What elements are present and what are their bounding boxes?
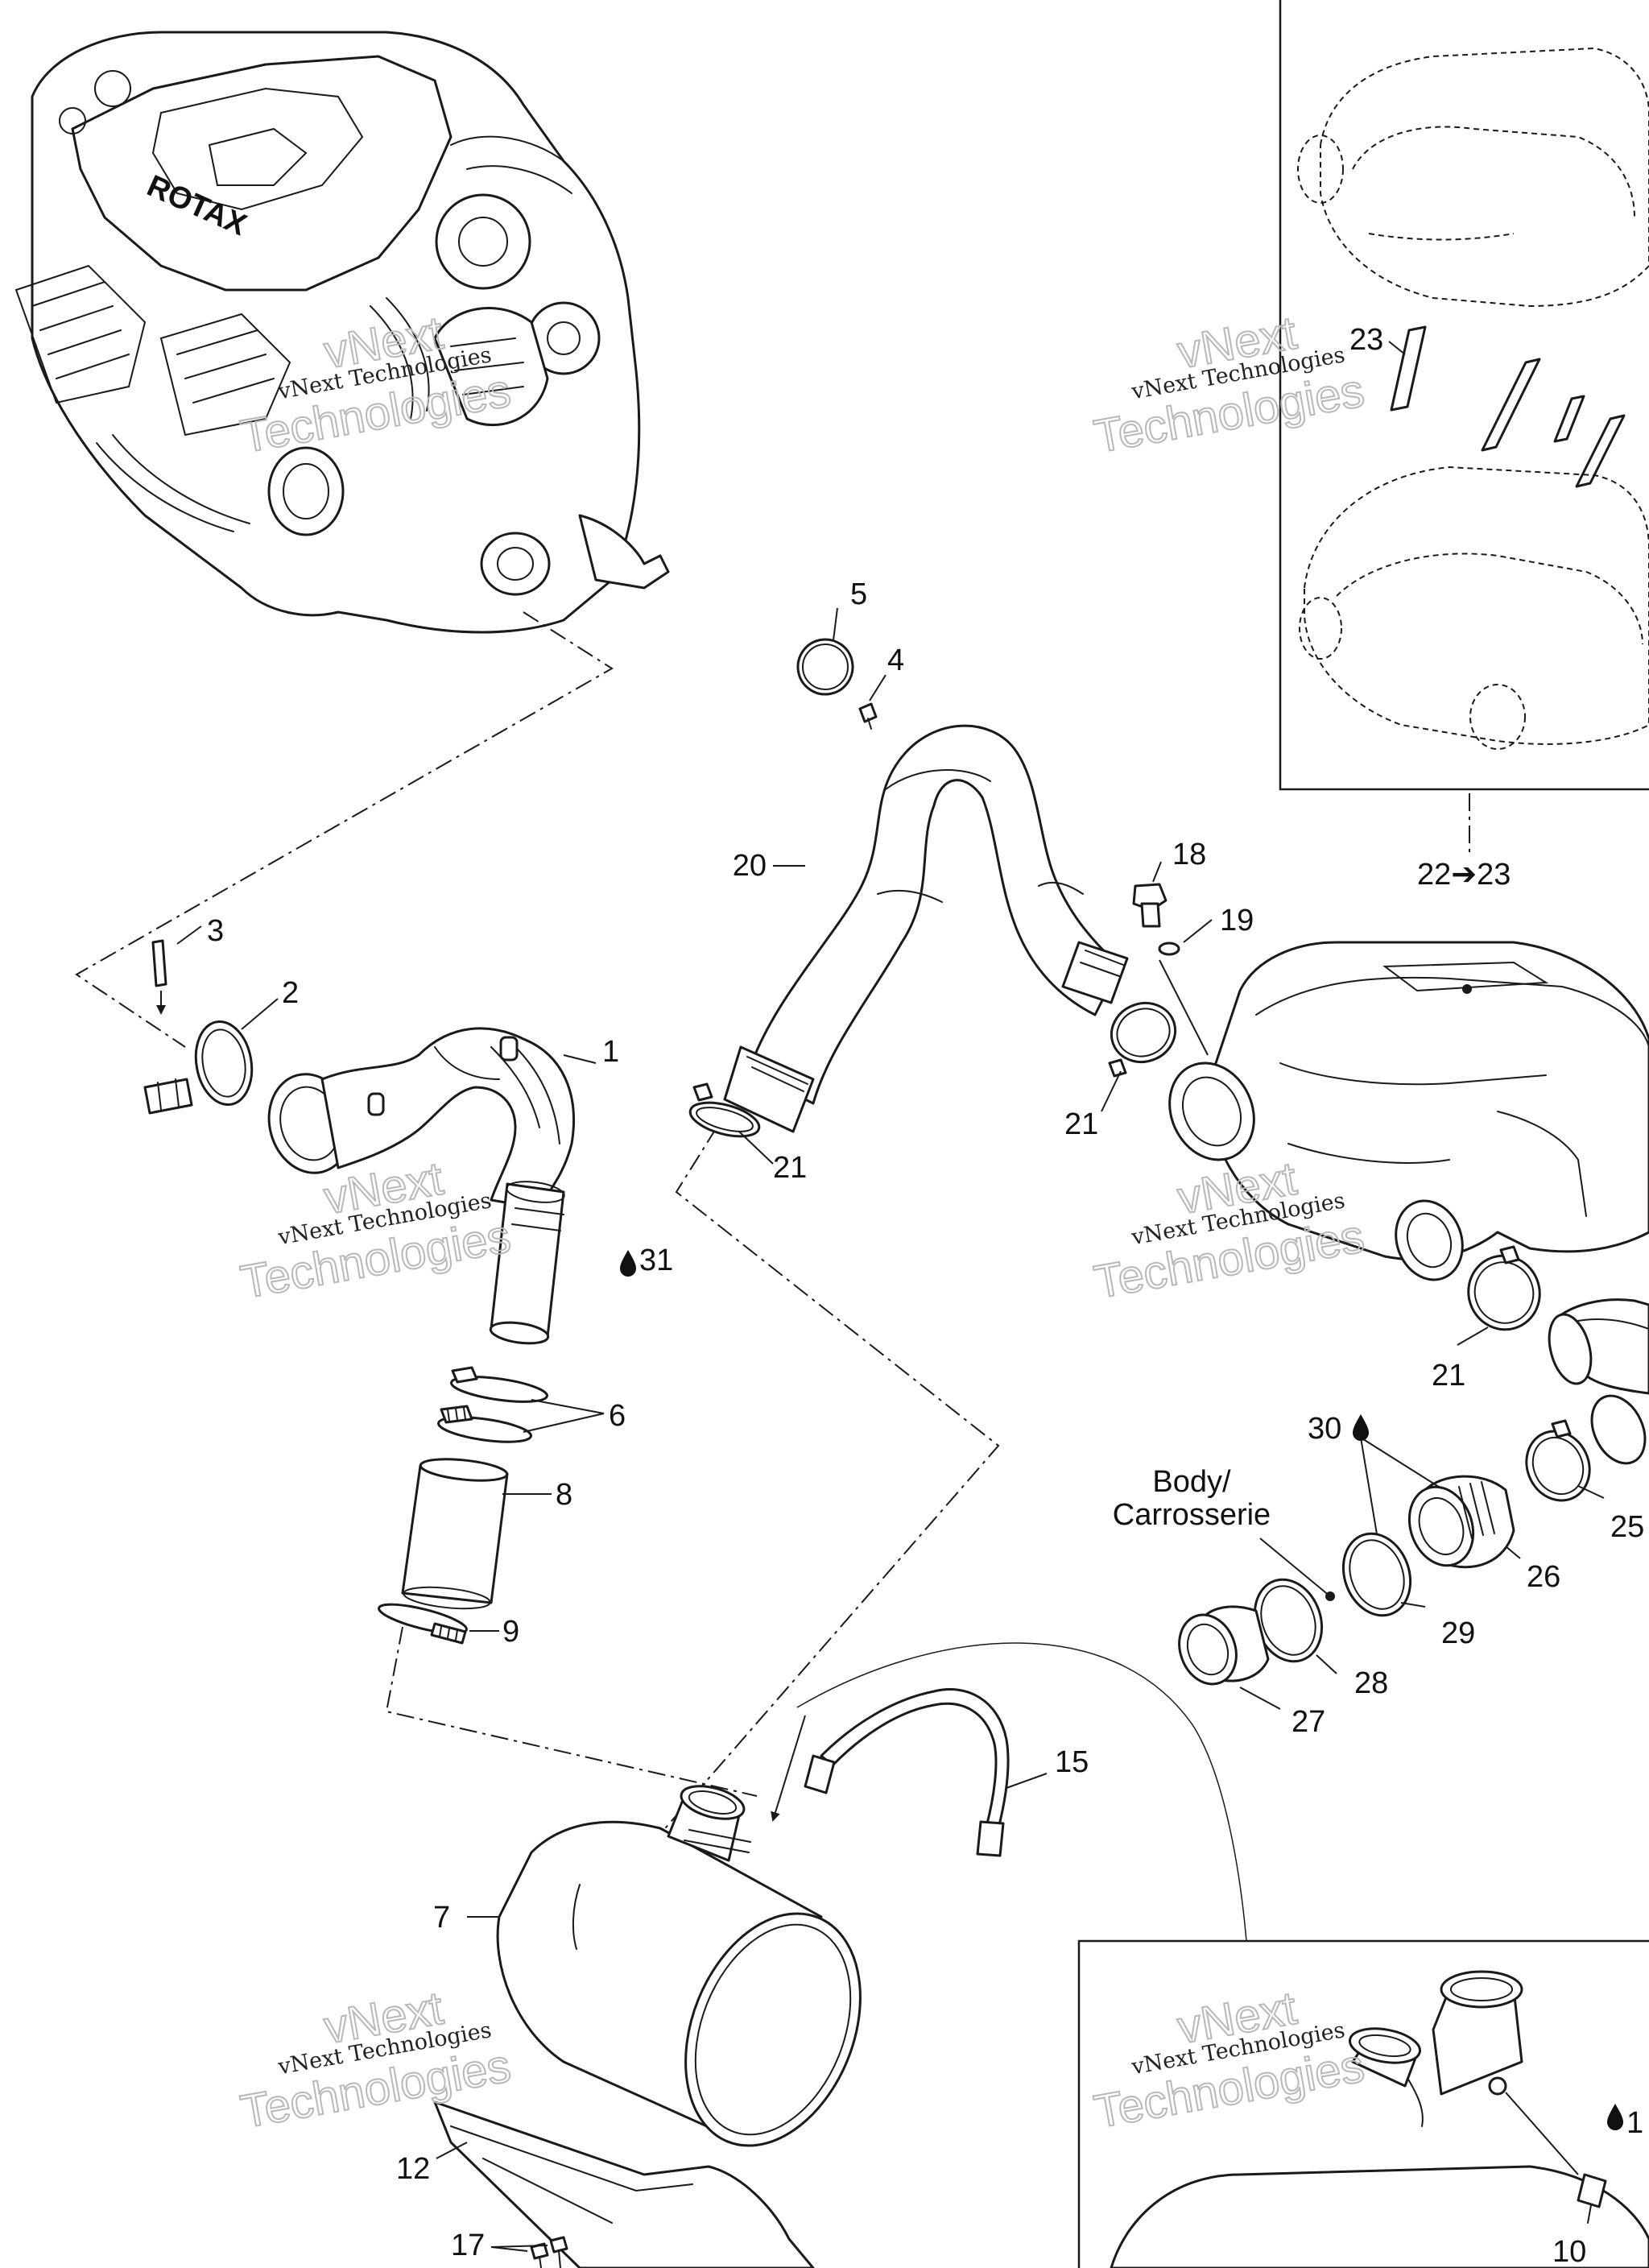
clamp-6-a <box>450 1366 548 1403</box>
leader-lines <box>176 341 1605 2252</box>
coupler-8 <box>401 1458 509 1610</box>
callout-19: 19 <box>1220 904 1254 937</box>
callout-5: 5 <box>850 577 867 611</box>
callout-30: 30 <box>1308 1412 1341 1446</box>
strap-15 <box>804 1688 1010 1857</box>
outlet-fitting-26 <box>1407 1475 1515 1569</box>
callout-21: 21 <box>1064 1107 1098 1141</box>
callout-3: 3 <box>207 914 224 948</box>
callout-26: 26 <box>1527 1560 1560 1594</box>
callout-15: 15 <box>1055 1745 1089 1779</box>
callout-21: 21 <box>773 1151 807 1185</box>
clamp-9 <box>378 1603 468 1645</box>
clamp-6-b <box>437 1405 532 1443</box>
callout-23: 23 <box>1349 323 1383 357</box>
clamp-25 <box>1525 1419 1591 1502</box>
body-carrosserie-label: Body/ Carrosserie <box>1113 1465 1271 1532</box>
callout-20: 20 <box>733 849 767 883</box>
callout-7: 7 <box>433 1901 450 1935</box>
callout-31: 31 <box>639 1244 673 1277</box>
isolator-strips <box>1390 325 1626 488</box>
callout-27: 27 <box>1292 1705 1325 1739</box>
outlet-hose <box>1548 1298 1649 1465</box>
resonator-22 <box>1168 941 1649 1281</box>
callout-1-edge: 1 <box>1626 2106 1643 2140</box>
bolt-18 <box>1132 883 1168 928</box>
callout-10: 10 <box>1552 2235 1586 2268</box>
drop-icon <box>620 1250 636 1277</box>
exhaust-hose-20 <box>723 724 1129 1133</box>
clamp-5 <box>796 638 854 696</box>
engine-assembly: ROTAX <box>14 31 670 634</box>
callout-1: 1 <box>602 1035 619 1069</box>
callout-6: 6 <box>609 1399 626 1433</box>
callout-8: 8 <box>556 1478 572 1512</box>
clamp-21-a <box>1108 1002 1177 1078</box>
callout-9: 9 <box>502 1615 519 1649</box>
clamp-2 <box>143 1020 254 1115</box>
clamp-21-b <box>688 1082 761 1138</box>
washer-19 <box>1158 942 1180 956</box>
callout-29: 29 <box>1441 1616 1475 1650</box>
nut-27 <box>1178 1605 1270 1686</box>
svg-text:Body/: Body/ <box>1152 1465 1231 1499</box>
drop-icon <box>1607 2104 1623 2130</box>
muffler-7 <box>496 1785 862 2147</box>
callout-18: 18 <box>1172 838 1206 871</box>
callout-25: 25 <box>1610 1510 1644 1544</box>
routing-arc <box>796 1642 1247 1942</box>
heat-shield-12 <box>433 2100 815 2268</box>
exhaust-pipe-1 <box>267 1027 575 1345</box>
screw-4 <box>858 702 878 730</box>
inset-resonator-detail <box>1279 0 1649 791</box>
callout-22-23: 22➔23 <box>1417 858 1511 892</box>
callout-2: 2 <box>282 976 299 1010</box>
o-ring-29 <box>1341 1532 1412 1617</box>
drop-icon <box>1353 1414 1369 1441</box>
inset-muffler-detail <box>1077 1939 1649 2268</box>
callout-12: 12 <box>396 2152 430 2186</box>
callout-17: 17 <box>451 2229 485 2262</box>
callout-28: 28 <box>1354 1666 1388 1700</box>
pin-3 <box>151 939 167 1015</box>
svg-text:Carrosserie: Carrosserie <box>1113 1498 1271 1532</box>
callout-labels: 1 2 3 4 5 6 7 8 9 10 12 15 17 18 19 20 2… <box>207 323 1644 2268</box>
screws-17 <box>530 2236 568 2268</box>
watermark: vNext vNext Technologies Technologies <box>236 1981 515 2139</box>
clamp-21-c <box>1467 1245 1541 1331</box>
callout-4: 4 <box>887 644 904 677</box>
watermark: vNext vNext Technologies Technologies <box>236 1152 515 1310</box>
callout-21: 21 <box>1432 1359 1465 1393</box>
